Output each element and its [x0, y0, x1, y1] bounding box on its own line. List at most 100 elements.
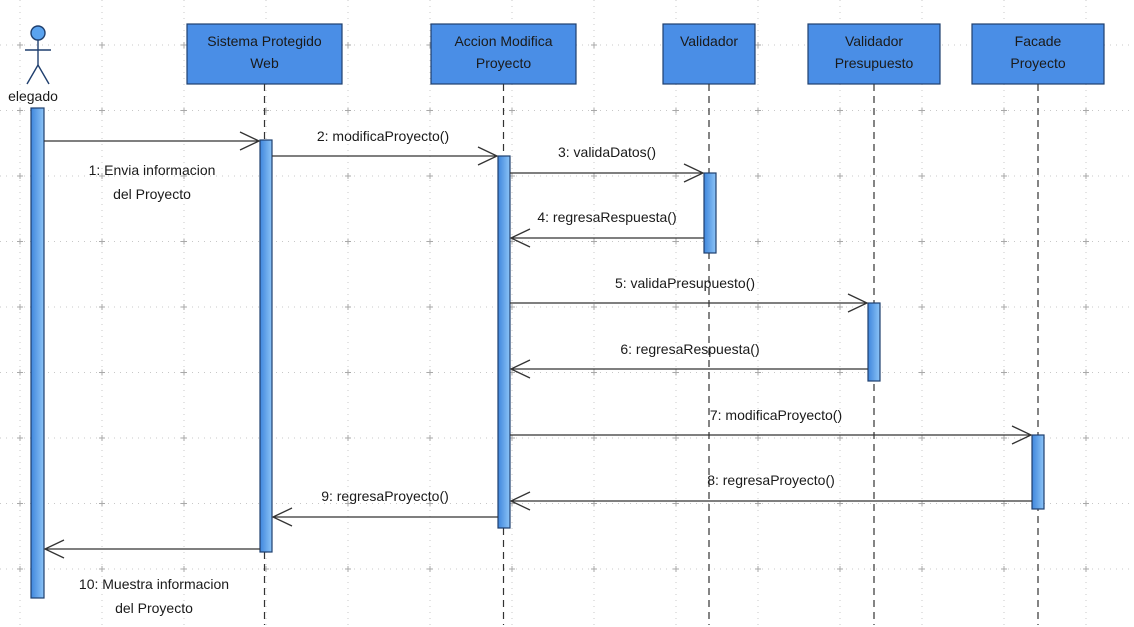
grid-plus-icon: [1001, 107, 1007, 114]
message-label-2: 2: modificaProyecto(): [317, 128, 449, 144]
actor-label: elegado: [8, 88, 58, 104]
grid-plus-icon: [919, 107, 925, 114]
grid-plus-icon: [755, 435, 761, 441]
activation-bar-validador[interactable]: [703, 172, 717, 254]
grid-plus-icon: [17, 107, 23, 114]
activation-bar-validador-presupuesto[interactable]: [867, 302, 881, 382]
grid-plus-icon: [1001, 238, 1007, 245]
lifeline-box: [971, 23, 1105, 85]
message-label-6: 6: regresaRespuesta(): [620, 341, 759, 357]
grid-plus-icon: [591, 566, 597, 572]
grid-plus-icon: [837, 566, 843, 572]
grid-plus-icon: [181, 173, 187, 179]
message-1[interactable]: [44, 131, 261, 151]
grid-plus-icon: [673, 107, 679, 114]
grid-plus-icon: [345, 500, 351, 507]
grid-plus-icon: [17, 435, 23, 441]
grid-plus-icon: [755, 304, 761, 310]
grid-plus-icon: [17, 173, 23, 179]
lifeline-header-accion[interactable]: Accion Modifica Proyecto: [430, 23, 577, 85]
grid-plus-icon: [755, 107, 761, 114]
activation-bar-facade[interactable]: [1031, 434, 1045, 510]
grid-plus-icon: [1083, 369, 1089, 376]
lifeline-box: [430, 23, 577, 85]
grid-plus-icon: [673, 369, 679, 376]
lifeline-title-line2: Web: [250, 55, 279, 71]
message-2[interactable]: [272, 146, 499, 166]
grid-plus-icon: [345, 173, 351, 179]
grid-plus-icon: [1001, 566, 1007, 572]
activation-bar-actor[interactable]: [30, 107, 45, 599]
grid-plus-icon: [427, 435, 433, 441]
stick-figure-icon: [25, 25, 51, 85]
grid-plus-icon: [1083, 566, 1089, 572]
grid-plus-icon: [99, 500, 105, 507]
grid-plus-icon: [591, 238, 597, 245]
grid-plus-icon: [345, 107, 351, 114]
grid-plus-icon: [673, 304, 679, 310]
grid-plus-icon: [1083, 107, 1089, 114]
message-6[interactable]: [509, 359, 868, 379]
activation-bar-sistema[interactable]: [259, 139, 273, 553]
grid-plus-icon: [181, 435, 187, 441]
grid-plus-icon: [755, 369, 761, 376]
message-label-10-line1: 10: Muestra informacion: [79, 576, 229, 592]
grid-plus-icon: [919, 238, 925, 245]
lifeline-title-line1: Sistema Protegido: [207, 33, 322, 49]
grid-plus-icon: [17, 369, 23, 376]
arrow-head-icon: [509, 491, 531, 511]
message-5[interactable]: [510, 293, 869, 313]
grid-plus-icon: [345, 304, 351, 310]
message-9[interactable]: [271, 507, 498, 527]
grid-plus-icon: [99, 435, 105, 441]
arrow-head-icon: [1011, 425, 1033, 445]
grid-plus-icon: [345, 238, 351, 245]
grid-plus-icon: [99, 566, 105, 572]
arrow-head-icon: [509, 359, 531, 379]
actor-delegado[interactable]: elegado: [8, 25, 58, 104]
lifeline-box: [186, 23, 343, 85]
grid-plus-icon: [99, 304, 105, 310]
grid-plus-icon: [673, 238, 679, 245]
grid-plus-icon: [591, 369, 597, 376]
grid-plus-icon: [345, 435, 351, 441]
grid-plus-icon: [755, 42, 761, 48]
lifeline-header-validador[interactable]: Validador: [662, 23, 756, 85]
grid-plus-icon: [591, 107, 597, 114]
lifeline-title-line2: Proyecto: [476, 55, 531, 71]
message-label-7: 7: modificaProyecto(): [710, 407, 842, 423]
arrow-head-icon: [847, 293, 869, 313]
grid-plus-icon: [919, 173, 925, 179]
message-label-1-line2: del Proyecto: [113, 186, 191, 202]
message-8[interactable]: [509, 491, 1032, 511]
arrow-head-icon: [477, 146, 499, 166]
grid-plus-icon: [427, 500, 433, 507]
grid-plus-icon: [837, 238, 843, 245]
arrow-head-icon: [271, 507, 293, 527]
grid-plus-icon: [673, 173, 679, 179]
grid-plus-icon: [99, 369, 105, 376]
grid-plus-icon: [1001, 304, 1007, 310]
lifeline-header-facade[interactable]: Facade Proyecto: [971, 23, 1105, 85]
message-label-10-line2: del Proyecto: [115, 600, 193, 616]
grid-plus-icon: [181, 304, 187, 310]
grid-plus-icon: [17, 500, 23, 507]
grid-plus-icon: [673, 435, 679, 441]
lifeline-title-line1: Validador: [680, 33, 738, 49]
lifeline-header-validador-presupuesto[interactable]: Validador Presupuesto: [807, 23, 941, 85]
grid-plus-icon: [427, 173, 433, 179]
grid-plus-icon: [181, 566, 187, 572]
grid-plus-icon: [181, 42, 187, 48]
message-4[interactable]: [509, 228, 704, 248]
lifeline-header-sistema[interactable]: Sistema Protegido Web: [186, 23, 343, 85]
message-10[interactable]: [43, 539, 260, 559]
message-7[interactable]: [510, 425, 1033, 445]
lifeline-box: [807, 23, 941, 85]
message-3[interactable]: [510, 163, 705, 183]
activation-bar-accion[interactable]: [497, 155, 511, 529]
grid-plus-icon: [181, 238, 187, 245]
grid-plus-icon: [181, 107, 187, 114]
grid-plus-icon: [1083, 435, 1089, 441]
